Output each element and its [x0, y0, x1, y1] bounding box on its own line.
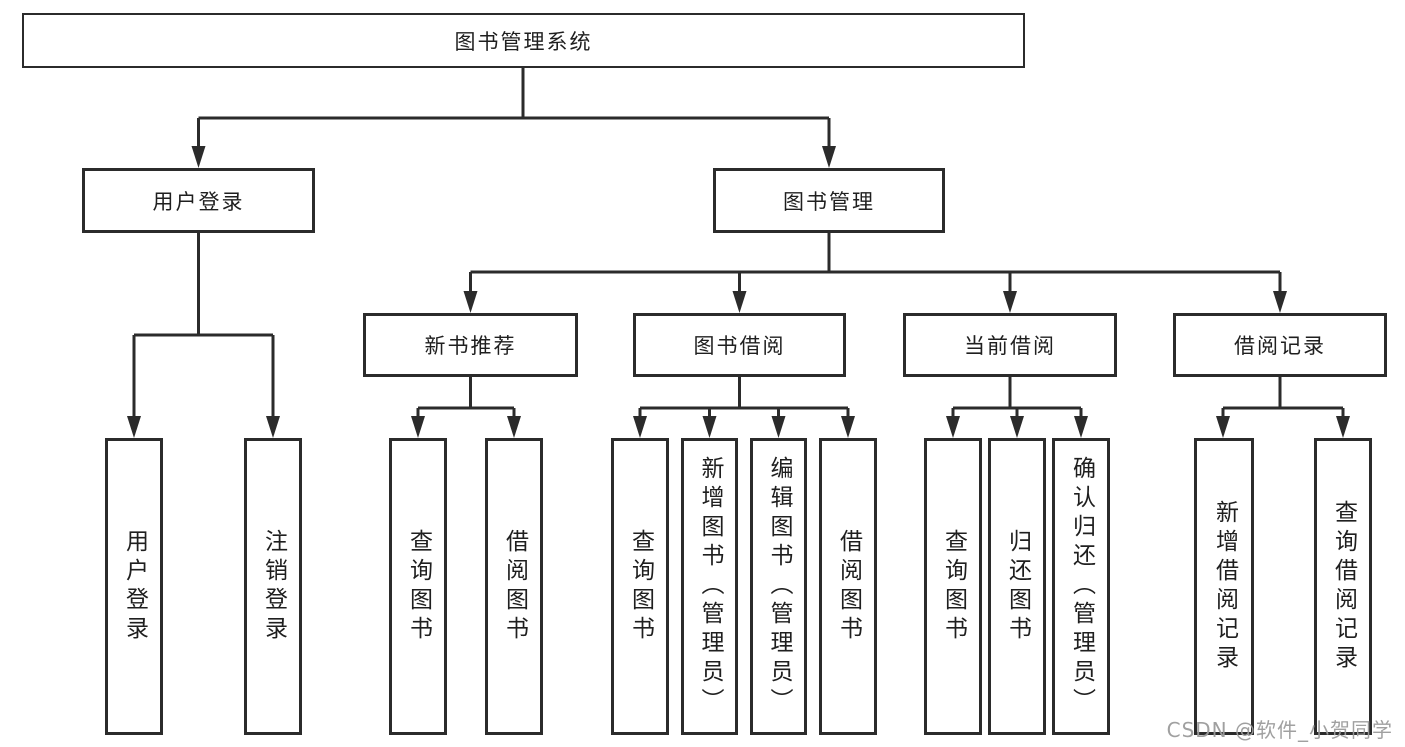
node-book-borrowing-label: 图书借阅 [693, 334, 786, 358]
leaf-borrow-books-label: 借阅图书 [835, 528, 862, 645]
leaf-add-book-admin-label: 新增图书（管理员） [697, 456, 723, 717]
leaf-add-borrow-record-label: 新增借阅记录 [1211, 499, 1238, 674]
leaf-query-books-recommend-label: 查询图书 [405, 528, 432, 645]
leaf-confirm-return-admin: 确认归还（管理员） [1052, 438, 1110, 735]
node-user-login-label: 用户登录 [152, 189, 245, 214]
node-current-borrowing-label: 当前借阅 [964, 334, 1056, 358]
leaf-add-book-admin: 新增图书（管理员） [681, 438, 738, 735]
leaf-query-books-recommend: 查询图书 [389, 438, 447, 735]
leaf-borrow-books-recommend-label: 借阅图书 [501, 528, 528, 645]
arrowheads [127, 146, 1350, 438]
node-library-system: 图书管理系统 [22, 13, 1025, 68]
leaf-query-books-borrowing: 查询图书 [611, 438, 669, 735]
leaf-confirm-return-admin-label: 确认归还（管理员） [1068, 456, 1095, 717]
node-user-login: 用户登录 [82, 168, 315, 233]
leaf-query-books-current-label: 查询图书 [940, 528, 967, 645]
leaf-query-books-current: 查询图书 [924, 438, 982, 735]
leaf-return-book-label: 归还图书 [1004, 528, 1031, 645]
node-book-borrowing: 图书借阅 [633, 313, 846, 377]
leaf-logout: 注销登录 [244, 438, 302, 735]
leaf-add-borrow-record: 新增借阅记录 [1194, 438, 1254, 735]
tree-edges [132, 67, 1345, 418]
leaf-edit-book-admin: 编辑图书（管理员） [750, 438, 807, 735]
leaf-borrow-books-recommend: 借阅图书 [485, 438, 543, 735]
leaf-borrow-books: 借阅图书 [819, 438, 877, 735]
node-borrowing-records: 借阅记录 [1173, 313, 1387, 377]
node-current-borrowing: 当前借阅 [903, 313, 1117, 377]
node-borrowing-records-label: 借阅记录 [1234, 334, 1326, 358]
leaf-user-login-label: 用户登录 [121, 528, 148, 645]
leaf-query-borrow-record-label: 查询借阅记录 [1330, 499, 1357, 674]
leaf-query-books-borrowing-label: 查询图书 [627, 528, 654, 645]
node-new-book-recommend-label: 新书推荐 [424, 334, 517, 358]
watermark: CSDN @软件_小贺同学 [1166, 718, 1393, 742]
node-book-management-label: 图书管理 [783, 189, 875, 214]
leaf-query-borrow-record: 查询借阅记录 [1314, 438, 1372, 735]
node-new-book-recommend: 新书推荐 [363, 313, 578, 377]
leaf-user-login: 用户登录 [105, 438, 163, 735]
leaf-edit-book-admin-label: 编辑图书（管理员） [766, 456, 792, 717]
node-book-management: 图书管理 [713, 168, 945, 233]
leaf-logout-label: 注销登录 [260, 528, 287, 645]
node-library-system-label: 图书管理系统 [454, 29, 593, 54]
leaf-return-book: 归还图书 [988, 438, 1046, 735]
